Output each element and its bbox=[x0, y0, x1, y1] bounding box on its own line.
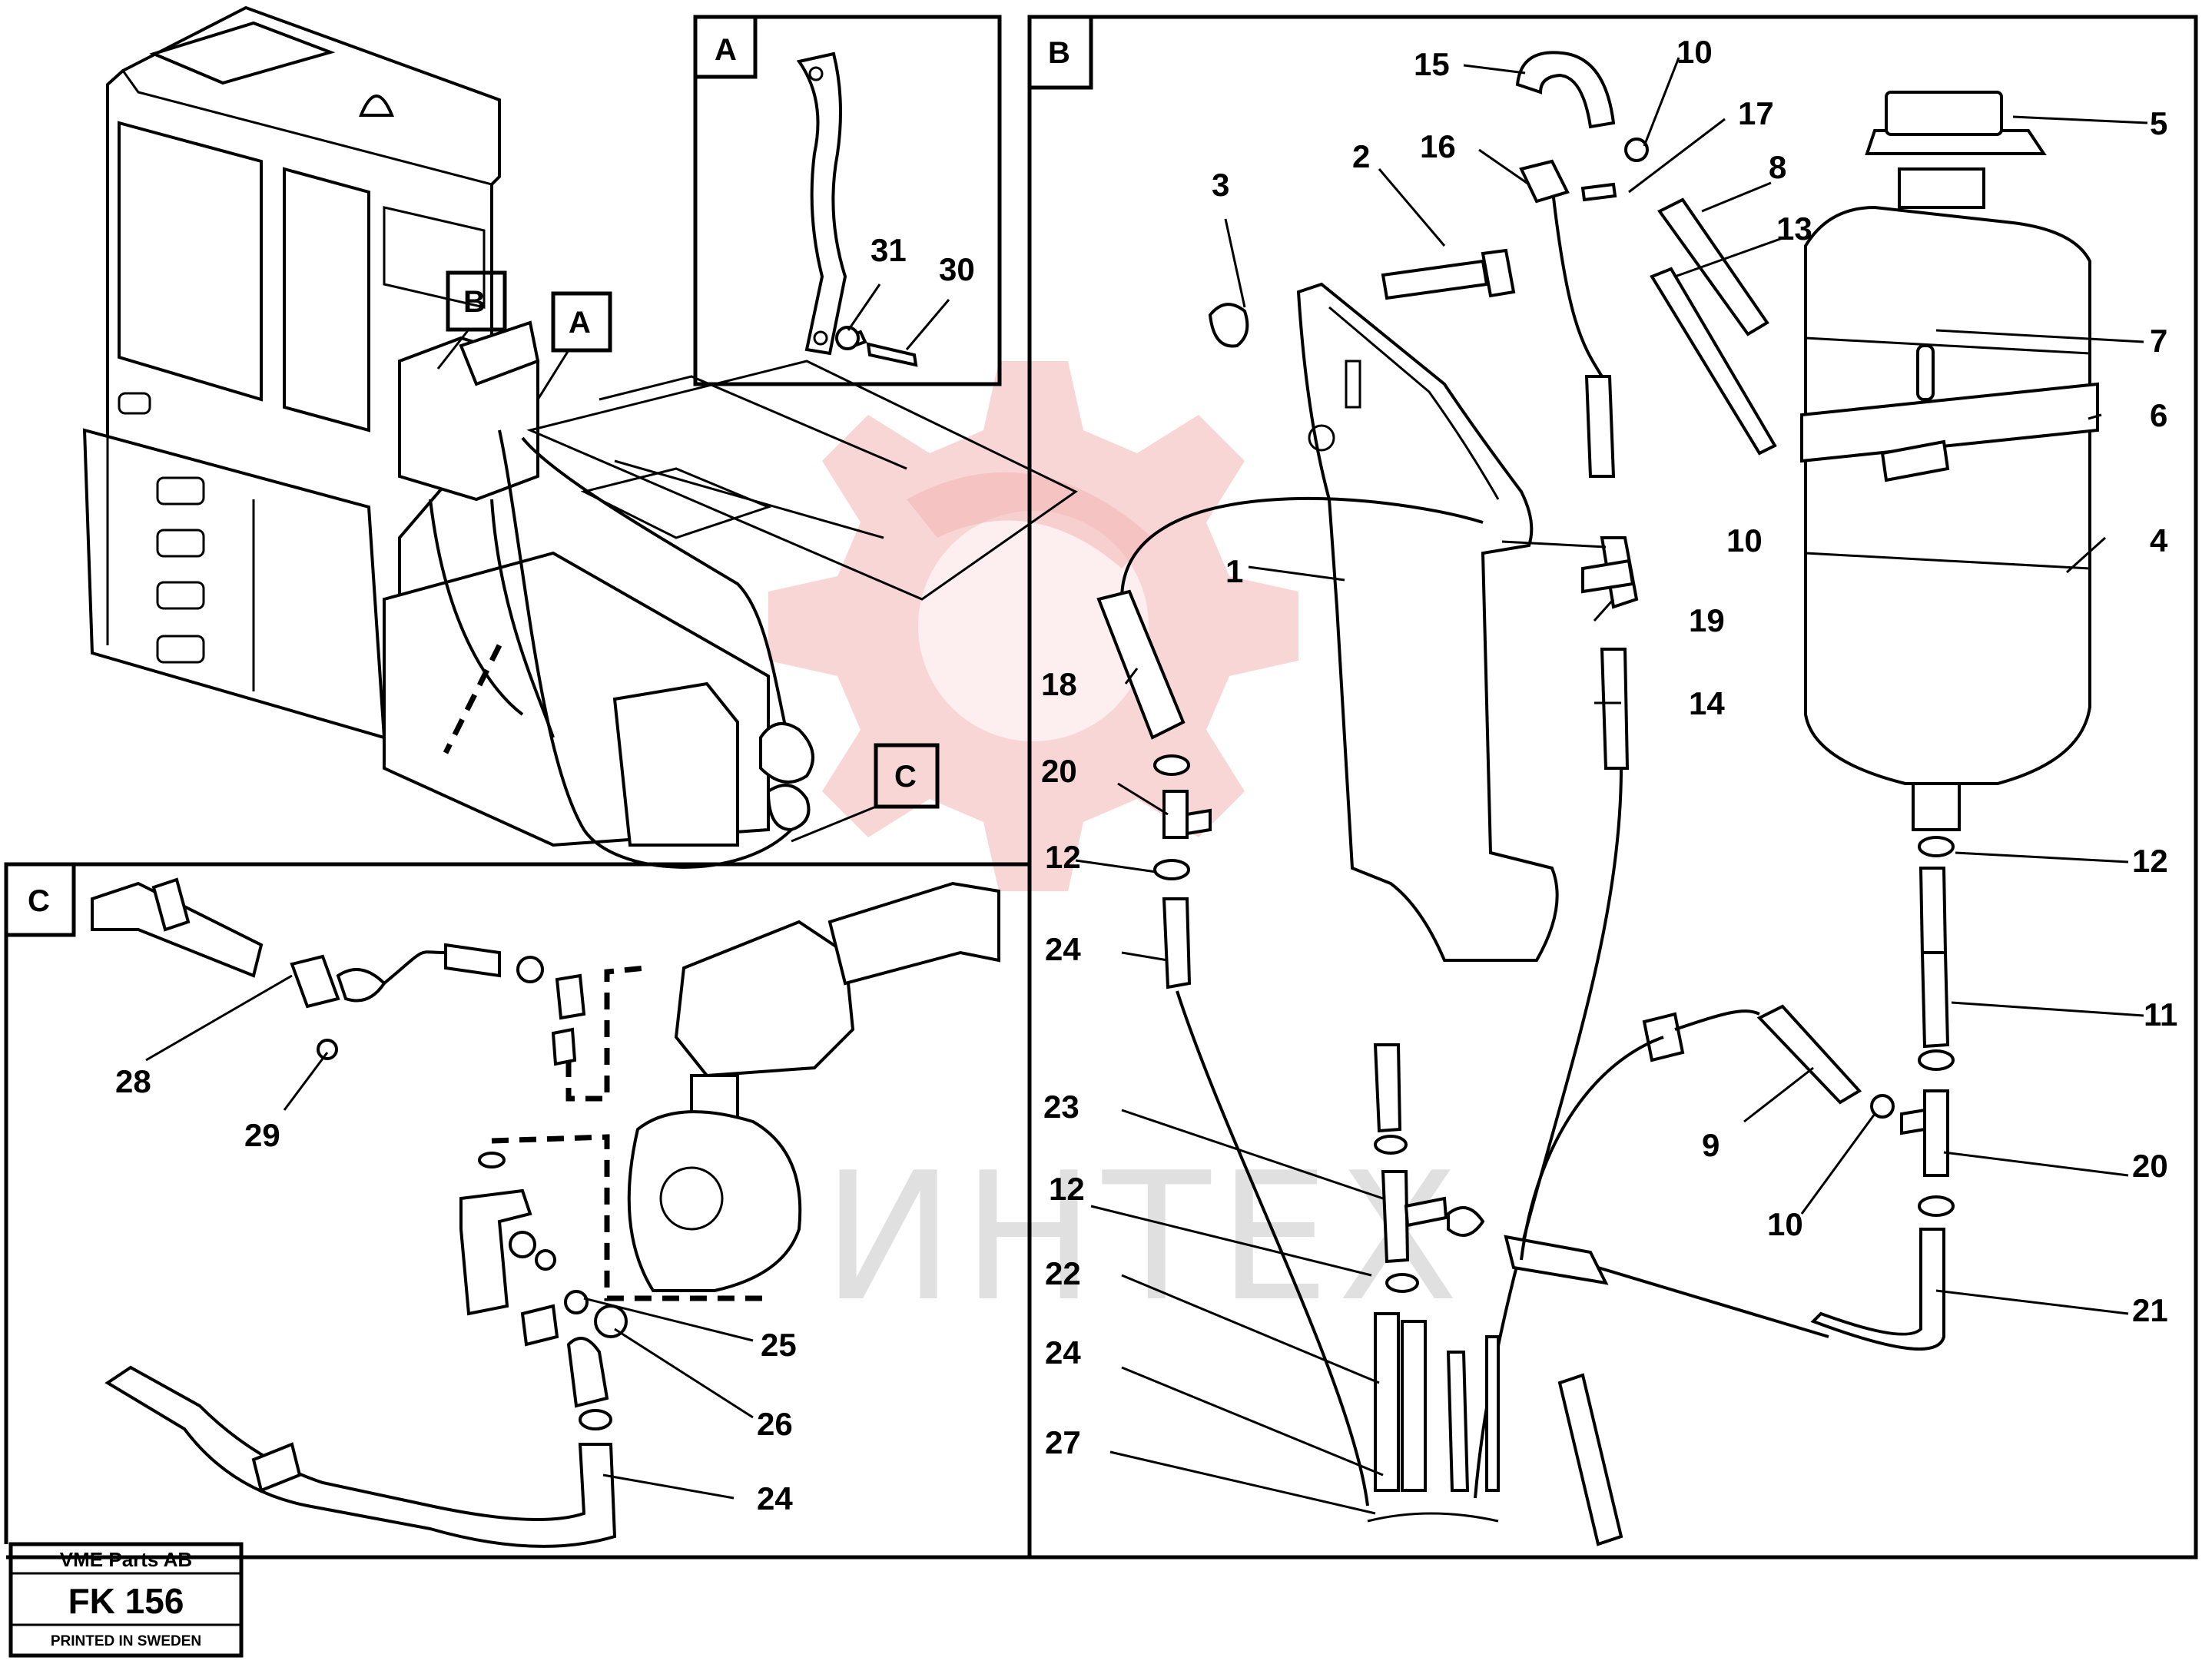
detail-c-assembly bbox=[91, 877, 1000, 1548]
callout-2: 2 bbox=[1352, 138, 1370, 174]
callout-21: 21 bbox=[2132, 1292, 2168, 1328]
overview-c-label: C bbox=[894, 760, 917, 794]
callout-10b: 10 bbox=[1726, 522, 1763, 559]
title-block-drawing-number: FK 156 bbox=[68, 1581, 184, 1621]
callout-31: 31 bbox=[871, 232, 907, 268]
callout-22: 22 bbox=[1045, 1255, 1081, 1291]
overview-a-pointer bbox=[536, 350, 570, 400]
callout-11: 11 bbox=[2144, 996, 2177, 1033]
detail-b-assembly bbox=[1096, 51, 2099, 1546]
callout-20a: 20 bbox=[1041, 753, 1077, 789]
callout-7: 7 bbox=[2150, 323, 2167, 359]
callout-14: 14 bbox=[1689, 685, 1725, 721]
overview-b-label: B bbox=[463, 285, 486, 319]
detail-b-label: B bbox=[1048, 36, 1070, 70]
callout-17: 17 bbox=[1738, 95, 1774, 131]
overview-a-label: A bbox=[569, 306, 591, 340]
detail-a-label: A bbox=[715, 33, 737, 67]
callout-8: 8 bbox=[1769, 149, 1786, 185]
callout-13: 13 bbox=[1776, 210, 1812, 247]
callout-30: 30 bbox=[939, 251, 975, 287]
callout-25: 25 bbox=[761, 1327, 797, 1363]
leader-lines bbox=[145, 57, 2148, 1515]
overview-b-label-box bbox=[446, 270, 507, 332]
callout-28: 28 bbox=[115, 1063, 151, 1099]
machine-overview bbox=[82, 5, 1078, 869]
callout-29: 29 bbox=[244, 1117, 280, 1153]
callout-1: 1 bbox=[1225, 553, 1243, 589]
callout-19: 19 bbox=[1689, 602, 1725, 638]
callout-26: 26 bbox=[757, 1406, 793, 1442]
title-block-company: VME Parts AB bbox=[60, 1548, 192, 1571]
callout-5: 5 bbox=[2150, 105, 2167, 141]
callout-3: 3 bbox=[1212, 167, 1229, 203]
callout-10a: 10 bbox=[1676, 34, 1713, 70]
detail-a-frame bbox=[693, 15, 1002, 386]
callout-12b: 12 bbox=[2132, 843, 2168, 879]
detail-c-label-box bbox=[4, 862, 76, 937]
callout-24a: 24 bbox=[1045, 931, 1081, 967]
callout-numbers: 1 2 3 4 5 6 7 8 9 10 10 10 11 12 12 12 1… bbox=[115, 34, 2177, 1516]
detail-a-label-box bbox=[693, 15, 758, 79]
callout-4: 4 bbox=[2150, 522, 2168, 559]
callout-16: 16 bbox=[1420, 128, 1456, 164]
detail-c-label: C bbox=[28, 884, 50, 918]
callout-24c: 24 bbox=[757, 1480, 793, 1516]
detail-a-bracket bbox=[796, 51, 950, 367]
callout-15: 15 bbox=[1414, 46, 1450, 82]
callout-6: 6 bbox=[2150, 397, 2167, 433]
callout-20b: 20 bbox=[2132, 1148, 2168, 1184]
watermark-text: ИНТЕХ bbox=[822, 1135, 1466, 1341]
overview-b-pointer bbox=[436, 329, 470, 370]
callout-9: 9 bbox=[1702, 1127, 1720, 1163]
overview-c-label-box bbox=[874, 743, 940, 809]
detail-b-label-box bbox=[1027, 15, 1093, 90]
callout-23: 23 bbox=[1043, 1089, 1079, 1125]
overview-c-pointer bbox=[791, 805, 877, 843]
callout-27: 27 bbox=[1045, 1424, 1081, 1460]
callout-24b: 24 bbox=[1045, 1334, 1081, 1371]
callout-10c: 10 bbox=[1767, 1206, 1803, 1242]
callout-18: 18 bbox=[1041, 666, 1077, 702]
callout-12c: 12 bbox=[1049, 1171, 1085, 1207]
overview-a-label-box bbox=[551, 291, 612, 353]
watermark-gear-logo bbox=[768, 361, 1298, 891]
title-block: VME Parts AB FK 156 PRINTED IN SWEDEN bbox=[8, 1542, 244, 1658]
title-block-print-note: PRINTED IN SWEDEN bbox=[51, 1633, 201, 1649]
callout-12a: 12 bbox=[1045, 839, 1081, 875]
